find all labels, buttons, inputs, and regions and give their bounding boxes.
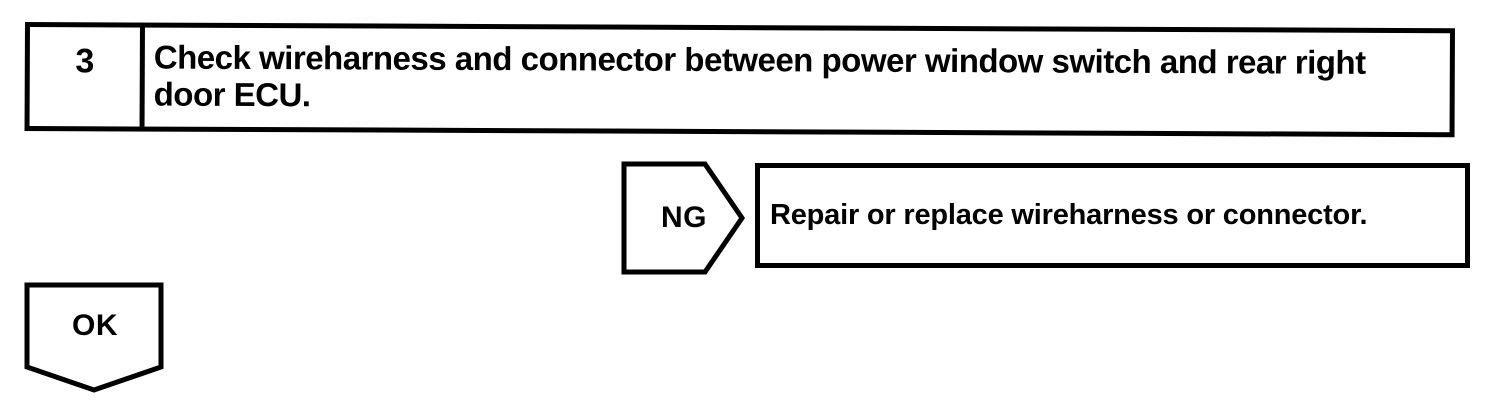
ng-action-text: Repair or replace wireharness or connect… (770, 199, 1368, 231)
step-instruction: Check wireharness and connector between … (153, 38, 1366, 114)
ok-connector: OK (24, 282, 166, 394)
ng-label: NG (661, 201, 707, 234)
step-box: 3 Check wireharness and connector betwee… (24, 22, 1455, 138)
ok-pentagon-shape (24, 282, 164, 393)
ng-pentagon-shape (621, 161, 746, 275)
step-number: 3 (29, 27, 145, 127)
ng-connector: NG (621, 161, 747, 275)
ok-label: OK (72, 309, 118, 342)
ng-action-box: Repair or replace wireharness or connect… (755, 163, 1470, 268)
